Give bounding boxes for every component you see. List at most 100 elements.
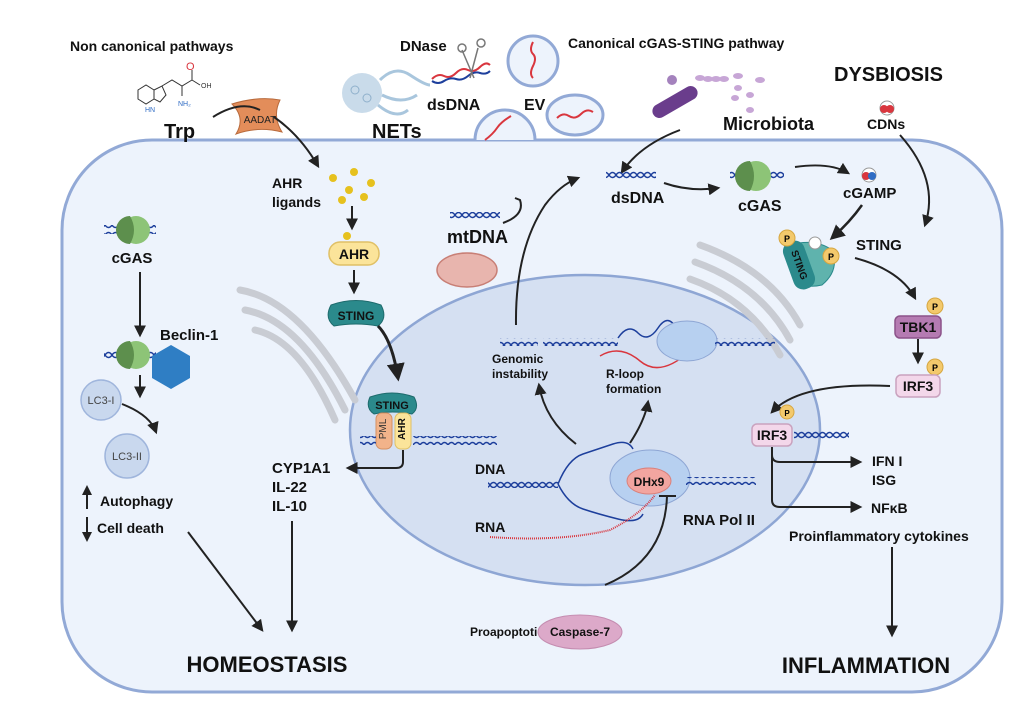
dna-label: DNA: [475, 461, 505, 477]
dsdna-cytosolic-label: dsDNA: [611, 190, 665, 207]
aadat-label: AADAT: [244, 115, 277, 126]
sting-nuclear-protein: [367, 392, 418, 415]
cgas-beclin-complex-icon: [104, 341, 156, 369]
rna-pol-label: RNA Pol II: [683, 512, 755, 529]
dna-strand-icon: [413, 436, 497, 445]
trp-label: Trp: [164, 121, 195, 143]
trp-nh2-label: NH₂: [178, 101, 191, 108]
rloop-polymerase-icon: [656, 320, 718, 362]
endoplasmic-reticulum-left-icon: [236, 286, 359, 424]
inflammation-label: INFLAMMATION: [782, 653, 950, 678]
dna-strand-icon: [360, 436, 376, 445]
ahr-label: AHR: [339, 246, 369, 262]
dnase-label: DNase: [400, 38, 447, 55]
dna-strand-icon: [543, 338, 618, 346]
dhx9-protein: [626, 467, 672, 495]
nfkb-label: NFκB: [871, 500, 908, 516]
nets-icon: [342, 69, 431, 116]
rloop-rna-icon: [599, 350, 691, 369]
rloop-label-line1: R-loop: [606, 367, 644, 381]
cell-death-label: Cell death: [97, 520, 164, 536]
phospho-label: P: [932, 302, 938, 312]
mitochondria-icon: [436, 252, 498, 288]
arrow-dna-to-rloop: [629, 399, 653, 444]
ahr-protein: [328, 241, 380, 266]
sting-canonical-label: STING: [856, 237, 902, 254]
broken-dna-icon: [500, 338, 538, 346]
dna-bubble-icon: [557, 441, 644, 522]
irf3-nuclear-label: IRF3: [757, 427, 788, 443]
phospho-icon: [779, 404, 795, 420]
ahr-ligands-icon: [329, 168, 375, 240]
isg-label: ISG: [872, 472, 896, 488]
trp-oh-label: OH: [201, 83, 212, 90]
arrow-cgamp-to-sting: [829, 204, 864, 240]
beclin-1-icon: [152, 345, 190, 389]
cgas-left-label: cGAS: [112, 250, 153, 267]
aadat-transporter-icon: [231, 98, 284, 135]
sting-nuclear-label: STING: [375, 400, 409, 412]
ahr-nuclear-protein: [394, 412, 412, 450]
dhx9-label: DHx9: [634, 475, 665, 489]
cytokines-label: Proinflammatory cytokines: [789, 528, 969, 544]
arrow-irf3-to-nfkb: [771, 455, 863, 513]
cdns-molecule-icon: [879, 100, 895, 116]
arrow-cdns-to-sting: [899, 134, 934, 228]
cgas-canonical-icon: [730, 161, 784, 191]
tbk1-protein: [894, 315, 942, 339]
arrow-cell-death-to-homeostasis: [187, 531, 264, 632]
homeostasis-label: HOMEOSTASIS: [187, 652, 348, 677]
cgamp-label: cGAMP: [843, 185, 896, 202]
cgas-canonical-label: cGAS: [738, 198, 782, 215]
caspase-7-label: Caspase-7: [550, 625, 610, 639]
caspase-7-protein: [537, 614, 623, 650]
dna-strand-icon: [488, 480, 558, 488]
arrow-irf3-to-nucleus: [770, 384, 891, 414]
lc3-ii-label: LC3-II: [112, 451, 142, 463]
ahr-nuclear-label: AHR: [397, 417, 408, 439]
pml-protein: [375, 412, 393, 450]
microbiota-icon: [652, 73, 765, 118]
bound-cgamp-icon: [808, 236, 822, 250]
dna-strand-icon: [794, 430, 849, 439]
nucleus: [348, 273, 822, 587]
non-canonical-header: Non canonical pathways: [70, 38, 234, 54]
dsdna-cytosolic-icon: [606, 171, 656, 180]
irf3-nuclear-protein: [751, 423, 793, 447]
phospho-label: P: [932, 363, 938, 373]
dna-strand-icon: [715, 338, 775, 346]
proapoptotic-label: Proapoptotic: [470, 625, 544, 639]
ahr-ligands-label-line1: AHR: [272, 175, 302, 191]
dysbiosis-header: DYSBIOSIS: [834, 64, 943, 86]
sting-canonical-monomer: [782, 240, 816, 290]
arrow-cgas-to-cgamp: [794, 162, 851, 175]
mtdna-line: [502, 197, 522, 224]
autophagy-label: Autophagy: [100, 493, 173, 509]
arrow-genomic-to-dsdna: [514, 175, 581, 326]
beclin-label: Beclin-1: [160, 327, 218, 344]
phospho-icon: [822, 247, 840, 265]
irf3-label: IRF3: [903, 378, 934, 394]
target-cyp1a1: CYP1A1: [272, 460, 330, 477]
canonical-header: Canonical cGAS-STING pathway: [568, 35, 784, 51]
arrow-ahr-to-targets: [345, 450, 404, 474]
pml-label: PML: [378, 418, 389, 439]
phospho-label: P: [828, 252, 834, 262]
extracellular-vesicles: [473, 34, 605, 141]
dna-strand-icon: [686, 477, 756, 485]
arrow-aadat-to-ligands: [273, 116, 320, 169]
arrow-dna-to-genomic: [534, 382, 577, 445]
dsdna-extracellular-icon: [431, 62, 491, 84]
target-il10: IL-10: [272, 498, 307, 515]
phospho-icon: [926, 297, 944, 315]
genomic-instability-line2: instability: [492, 367, 548, 381]
cgamp-molecule-icon: [861, 167, 877, 183]
rna-label: RNA: [475, 519, 505, 535]
ifn-label: IFN I: [872, 453, 902, 469]
cgas-left-icon: [104, 216, 156, 244]
arrow-sting-to-nucleus: [376, 324, 405, 382]
phospho-label: P: [784, 234, 790, 244]
dsdna-outside-label: dsDNA: [427, 97, 481, 114]
trp-hn-label: HN: [145, 107, 155, 114]
